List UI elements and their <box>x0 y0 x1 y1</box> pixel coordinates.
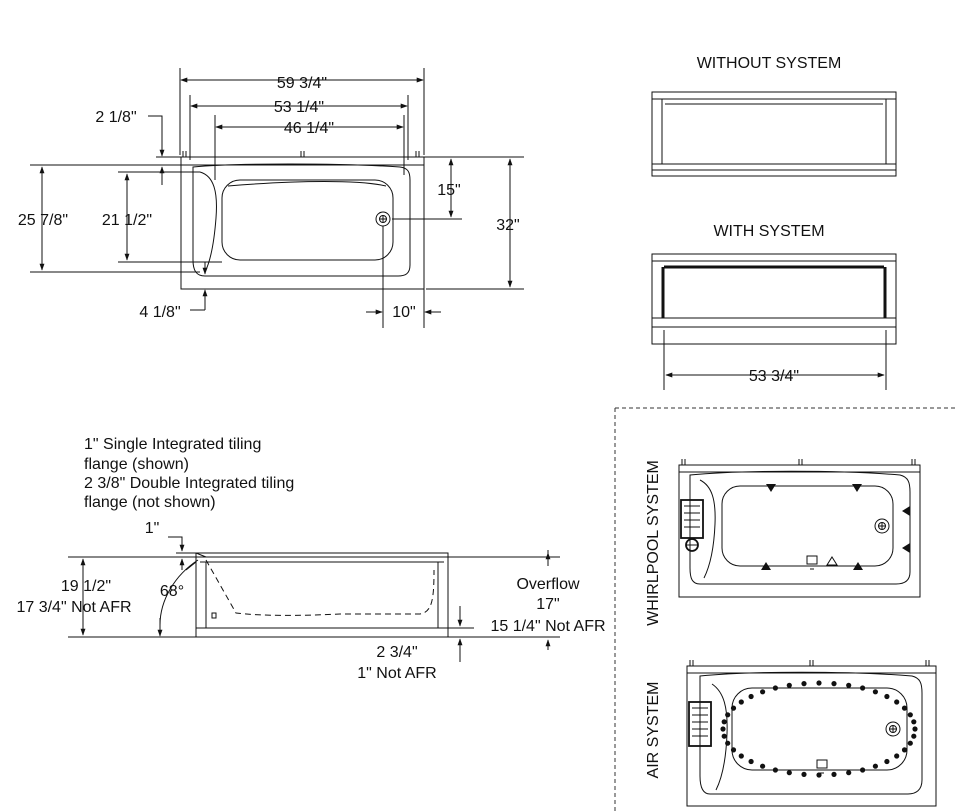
air-drain-icon <box>885 721 901 737</box>
with-system-title: WITH SYSTEM <box>713 223 824 240</box>
flange-note-line-4: flange (not shown) <box>84 494 216 511</box>
flange-note-line-1: 1" Single Integrated tiling <box>84 436 261 453</box>
interior-profile <box>205 559 435 616</box>
air-jet-dot <box>884 758 890 765</box>
air-jet-dot <box>786 770 792 776</box>
air-jet-dot <box>894 699 900 705</box>
systems-divider <box>614 407 958 812</box>
front-view-without-system: WITHOUT SYSTEM <box>651 55 897 177</box>
flange-note-line-3: 2 3/8" Double Integrated tiling <box>84 475 294 492</box>
air-jet-dot <box>911 719 917 725</box>
tub-basin <box>221 179 394 261</box>
air-jet-dot <box>860 767 866 773</box>
air-jet-dot <box>721 719 727 725</box>
whirlpool-system-view: WHIRLPOOL SYSTEM <box>645 459 921 626</box>
with-system-width-label: 53 3/4" <box>749 368 799 385</box>
air-jet-dot <box>730 705 737 711</box>
front-view-with-system: WITH SYSTEM 53 3/4" <box>651 223 897 390</box>
air-jet-dot <box>907 712 913 718</box>
air-jet-dot <box>872 763 879 769</box>
side-height-not-afr-label: 17 3/4" Not AFR <box>16 599 131 616</box>
side-height-label: 19 1/2" <box>61 578 111 595</box>
air-jet-dot <box>730 747 737 753</box>
air-jet-dot <box>801 681 807 687</box>
air-jet-dot <box>860 685 866 691</box>
inner-length-label: 53 1/4" <box>274 99 324 116</box>
basin-length-label: 46 1/4" <box>284 120 334 137</box>
air-jet-dot <box>831 771 837 778</box>
side-view-outline <box>195 552 449 638</box>
air-jet-dot <box>725 740 731 746</box>
without-system-title: WITHOUT SYSTEM <box>697 55 842 72</box>
overall-width-label: 25 7/8" <box>18 212 68 229</box>
drain-from-back-label: 15" <box>437 182 460 199</box>
total-width-label: 32" <box>496 217 519 234</box>
basin-width-label: 21 1/2" <box>102 212 152 229</box>
base-height-label: 2 3/4" <box>376 644 417 661</box>
air-jets <box>720 680 918 778</box>
overall-length-label: 59 3/4" <box>277 75 327 92</box>
flange-note-line-2: flange (shown) <box>84 456 189 473</box>
flange-note: 1" Single Integrated tiling flange (show… <box>84 436 294 511</box>
overflow-label: Overflow <box>516 576 580 593</box>
overflow-not-afr-label: 15 1/4" Not AFR <box>490 618 605 635</box>
side-view: 1" 19 1/2" 17 3/4" Not AFR 68° Overflow … <box>16 520 605 682</box>
flange-offset-label: 2 1/8" <box>95 109 136 126</box>
air-jet-dot <box>907 740 913 746</box>
air-jet-dot <box>738 753 744 759</box>
air-jet-dot <box>801 771 807 778</box>
air-jet-dot <box>901 747 908 753</box>
air-jet-dot <box>884 693 890 700</box>
drain-icon <box>375 211 391 227</box>
air-jet-dot <box>760 763 766 769</box>
air-jet-dot <box>738 699 744 705</box>
flange-height-label: 1" <box>145 520 160 537</box>
air-jet-dot <box>846 770 852 776</box>
angle-label: 68° <box>160 583 184 600</box>
air-jet-dot <box>748 693 754 700</box>
blower-icon <box>688 701 712 747</box>
air-jet-dot <box>721 733 727 739</box>
air-jet-dot <box>912 726 918 732</box>
air-jet-dot <box>901 705 908 711</box>
air-jet-dot <box>760 689 766 695</box>
whirlpool-jets <box>761 484 910 570</box>
left-offset-label: 4 1/8" <box>139 304 180 321</box>
air-jet-dot <box>872 689 879 695</box>
air-system-view: AIR SYSTEM <box>645 660 937 807</box>
whirlpool-drain-icon <box>874 518 890 534</box>
base-not-afr-label: 1" Not AFR <box>357 665 436 682</box>
tub-shell <box>192 163 411 277</box>
air-jet-dot <box>772 685 779 691</box>
tub-outline <box>180 156 425 290</box>
control-icon <box>806 555 818 570</box>
air-jet-dot <box>725 712 731 718</box>
air-jet-dot <box>786 682 792 688</box>
air-jet-dot <box>894 753 900 759</box>
air-jet-dot <box>720 726 726 732</box>
air-control-icon <box>816 759 828 774</box>
air-jet-dot <box>816 680 822 686</box>
air-jet-dot <box>748 758 754 765</box>
top-view: 59 3/4" 53 1/4" 46 1/4" 2 1/8" 25 7/8" 2… <box>18 68 524 328</box>
whirlpool-system-label: WHIRLPOOL SYSTEM <box>645 460 662 626</box>
air-system-label: AIR SYSTEM <box>645 682 662 779</box>
pump-icon <box>680 499 704 552</box>
air-jet-dot <box>831 681 837 687</box>
air-jet-dot <box>846 682 852 688</box>
air-jet-dot <box>772 767 779 773</box>
air-jet-dot <box>911 733 917 739</box>
overflow-value-label: 17" <box>536 596 559 613</box>
drain-from-end-label: 10" <box>392 304 415 321</box>
air-jet-dot <box>816 772 822 778</box>
